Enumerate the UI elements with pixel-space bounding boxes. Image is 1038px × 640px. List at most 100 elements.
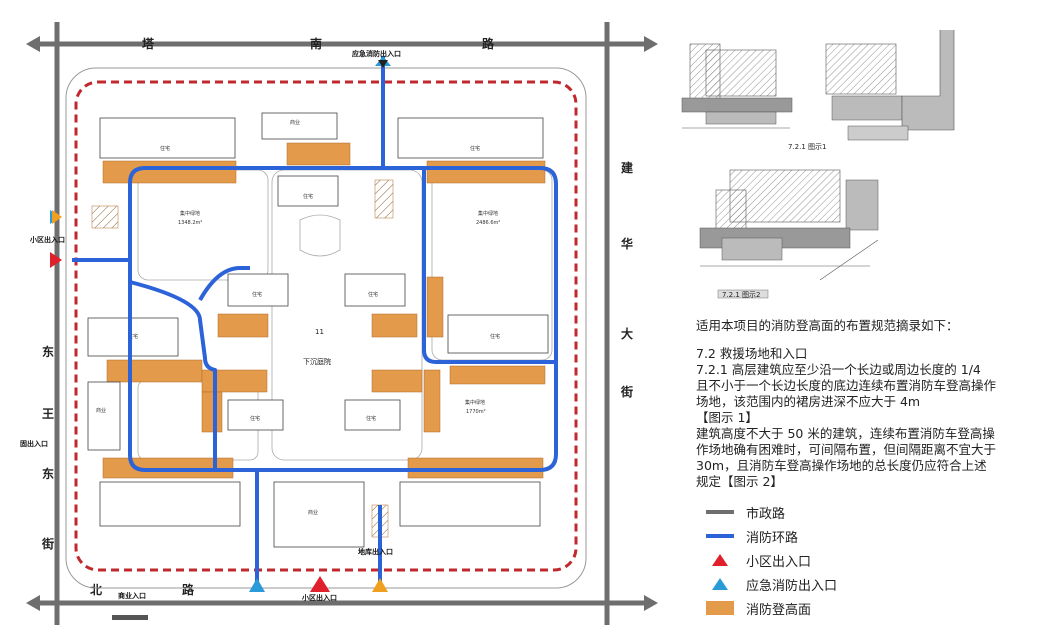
legend: 市政路 消防环路 小区出入口 应急消防出入口 消防登高面 <box>706 500 906 620</box>
south-road-east-arrow <box>644 595 658 611</box>
legend-label-fire-loop: 消防环路 <box>746 530 799 546</box>
fire-loop-inner-top <box>198 266 250 301</box>
label-shop-3: 商业 <box>308 509 318 516</box>
fire-platform-9 <box>371 369 423 393</box>
label-green-right: 集中绿地 <box>478 210 498 217</box>
south-main-entry-label: 小区出入口 <box>301 593 337 602</box>
building-3-18 <box>399 481 541 527</box>
emergency-entry-icon <box>706 576 734 592</box>
legend-label-fire-platform: 消防登高面 <box>746 602 812 618</box>
building-7 <box>227 273 289 307</box>
fire-platform-7 <box>106 359 203 383</box>
fire-platform-1 <box>102 160 237 184</box>
fire-platform-6 <box>426 276 444 338</box>
south-road-west-arrow <box>26 595 40 611</box>
fire-platform-15 <box>374 179 394 219</box>
emergency-entry-north-black <box>378 60 388 68</box>
building-14-shop <box>261 112 338 140</box>
west-road-char-3: 东 <box>42 466 54 481</box>
south-road-char-2: 路 <box>182 582 195 597</box>
west-road-char-4: 街 <box>41 536 54 551</box>
fire-platform-icon <box>706 600 734 616</box>
regulation-intro: 适用本项目的消防登高面的布置规范摘录如下： <box>696 318 959 333</box>
south-road-char-1: 北 <box>90 582 102 597</box>
fire-platform-3 <box>426 160 546 184</box>
west-side-entry-label: 固出入口 <box>20 439 48 448</box>
regulation-figure-1-ref: 【图示 1】 <box>696 410 758 425</box>
community-entry-west-triangle <box>50 252 62 268</box>
regulation-clause-2: 建筑高度不大于 50 米的建筑，连续布置消防车登高操作场地确有困难时，可间隔布置… <box>696 426 997 489</box>
figure-1-caption: 7.2.1 图示1 <box>788 143 827 151</box>
regulation-section-title: 7.2 救援场地和入口 <box>696 346 808 361</box>
label-green-bottom: 集中绿地 <box>465 399 485 406</box>
municipal-roads <box>26 22 658 625</box>
plan-labels: 住宅 商业 住宅 住宅 住宅 住宅 住宅 住宅 住宅 住宅 商业 商业 集中绿地… <box>96 119 500 516</box>
building-2-7-8 <box>99 481 241 527</box>
building-4 <box>344 399 401 431</box>
figure-1: 7.2.1 图示1 <box>681 30 955 151</box>
building-9 <box>277 175 339 207</box>
emergency-entry-north-label: 应急消防出入口 <box>352 49 401 58</box>
north-road-east-arrow <box>644 36 658 52</box>
community-entry-west-label: 小区出入口 <box>29 235 65 244</box>
municipal-road-icon <box>706 504 734 520</box>
regulation-text: 适用本项目的消防登高面的布置规范摘录如下： 7.2 救援场地和入口 7.2.1 … <box>696 318 996 490</box>
label-green-right-area: 2486.6m² <box>476 220 500 226</box>
entry-markers: 应急消防出入口 小区出入口 固出入口 小区出入口 地库出入口 商业入口 <box>20 49 401 620</box>
label-block-11: 11 <box>315 328 324 336</box>
emergency-entry-south-1-triangle <box>249 578 265 592</box>
red-line-boundary <box>74 80 578 572</box>
legend-item-community-entry: 小区出入口 <box>706 548 906 572</box>
south-goods-entry-label: 地库出入口 <box>358 547 393 556</box>
building-shop-south <box>273 481 365 548</box>
label-house-3: 住宅 <box>303 193 313 200</box>
label-sunken-court: 下沉庭院 <box>303 357 331 366</box>
building-13 <box>87 317 179 357</box>
fire-loop-main <box>128 166 558 472</box>
buildings <box>87 112 549 548</box>
fire-platform-4 <box>217 313 269 338</box>
fire-platform-8 <box>201 369 268 393</box>
building-8 <box>344 273 406 307</box>
label-house-1: 住宅 <box>160 145 170 152</box>
fire-platform-16 <box>91 205 119 229</box>
fire-platform-12 <box>423 369 441 433</box>
building-15 <box>397 117 544 159</box>
label-green-bottom-area: 1770m² <box>466 409 486 415</box>
east-road-char-4: 街 <box>620 384 633 399</box>
figure-2-caption: 7.2.1 图示2 <box>722 291 761 299</box>
fire-platform-5 <box>371 313 418 338</box>
community-entry-icon <box>706 552 734 568</box>
legend-item-fire-loop: 消防环路 <box>706 524 906 548</box>
label-house-8: 住宅 <box>250 415 260 422</box>
legend-item-emergency-entry: 应急消防出入口 <box>706 572 906 596</box>
west-road-char-1: 东 <box>42 344 54 359</box>
community-entry-south-triangle <box>310 576 330 592</box>
fire-loop-inner-left <box>129 280 218 470</box>
fire-platform-11 <box>201 391 223 433</box>
east-road-char-1: 建 <box>620 160 634 175</box>
label-shop-1: 商业 <box>290 119 300 126</box>
label-house-7: 住宅 <box>128 333 138 340</box>
emergency-entry-west-arrow <box>52 210 62 224</box>
north-road-char-2: 南 <box>310 36 322 51</box>
north-road-char-3: 路 <box>482 36 495 51</box>
label-green-center: 集中绿地 <box>180 210 200 217</box>
regulation-clause-7-2-1: 7.2.1 高层建筑应至少沿一个长边或周边长度的 1/4 且不小于一个长边长度的… <box>696 362 997 409</box>
emergency-entry-south-2-triangle <box>372 578 388 592</box>
label-shop-2: 商业 <box>96 407 106 414</box>
legend-label-community-entry: 小区出入口 <box>746 554 812 570</box>
label-green-center-area: 1348.2m² <box>178 220 202 226</box>
north-road-char-1: 塔 <box>142 36 155 51</box>
south-shop-entry-label: 商业入口 <box>118 591 146 600</box>
fire-loop-icon <box>706 528 734 544</box>
label-house-2: 住宅 <box>470 145 480 152</box>
label-house-4: 住宅 <box>252 291 262 298</box>
legend-label-emergency-entry: 应急消防出入口 <box>746 578 838 594</box>
legend-item-fire-platform: 消防登高面 <box>706 596 906 620</box>
building-shop-west <box>87 381 121 451</box>
east-road-char-2: 华 <box>621 236 633 251</box>
west-road-char-2: 王 <box>42 407 54 421</box>
fire-platform-10 <box>449 365 546 385</box>
